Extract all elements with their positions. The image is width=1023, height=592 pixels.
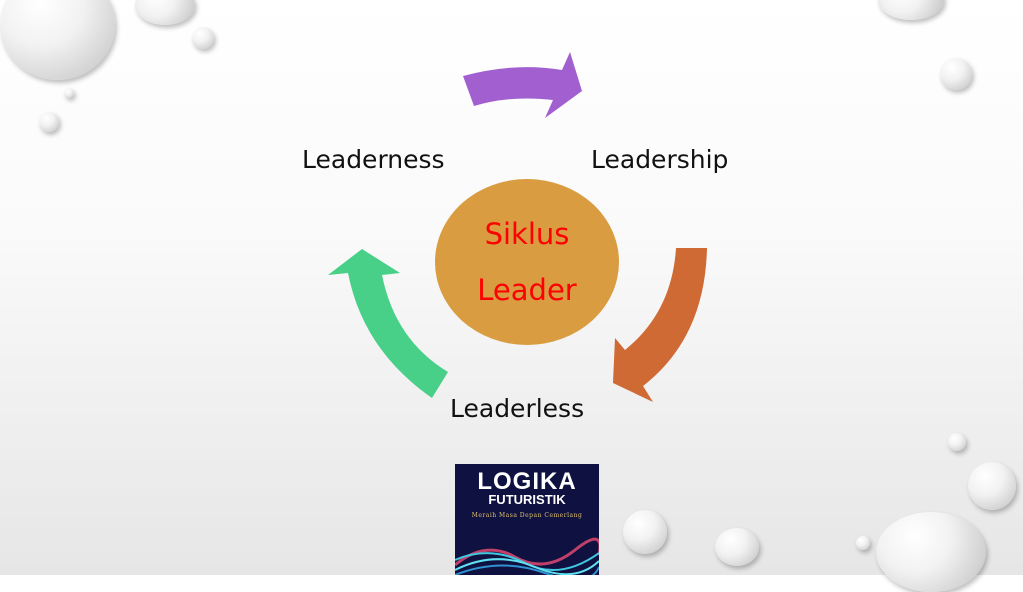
stage-leaderless: Leaderless: [450, 394, 585, 423]
book-cover: LOGIKA FUTURISTIK Meraih Masa Depan Ceme…: [455, 464, 599, 575]
arrow-left: [328, 249, 448, 398]
water-drop: [39, 112, 59, 132]
stage-leaderness: Leaderness: [302, 145, 445, 174]
arrow-right: [613, 248, 707, 402]
stage-leadership: Leadership: [591, 145, 729, 174]
cycle-arrows: [328, 52, 707, 402]
water-drop: [64, 88, 74, 98]
book-title2: FUTURISTIK: [488, 492, 566, 507]
water-drop: [940, 58, 972, 90]
water-drop: [968, 462, 1016, 510]
center-line2: Leader: [477, 273, 577, 307]
water-drop: [856, 536, 870, 550]
water-drop: [192, 27, 214, 49]
center-line1: Siklus: [484, 217, 570, 251]
center-circle: Siklus Leader: [435, 179, 619, 345]
wave-graphic: [455, 537, 599, 575]
water-drop: [623, 510, 667, 554]
water-drop: [715, 528, 759, 566]
water-drop: [878, 0, 944, 20]
book-subtitle: Meraih Masa Depan Cemerlang: [471, 512, 583, 519]
arrow-top: [463, 52, 582, 118]
water-drop: [948, 433, 966, 451]
book-title1: LOGIKA: [477, 468, 577, 495]
